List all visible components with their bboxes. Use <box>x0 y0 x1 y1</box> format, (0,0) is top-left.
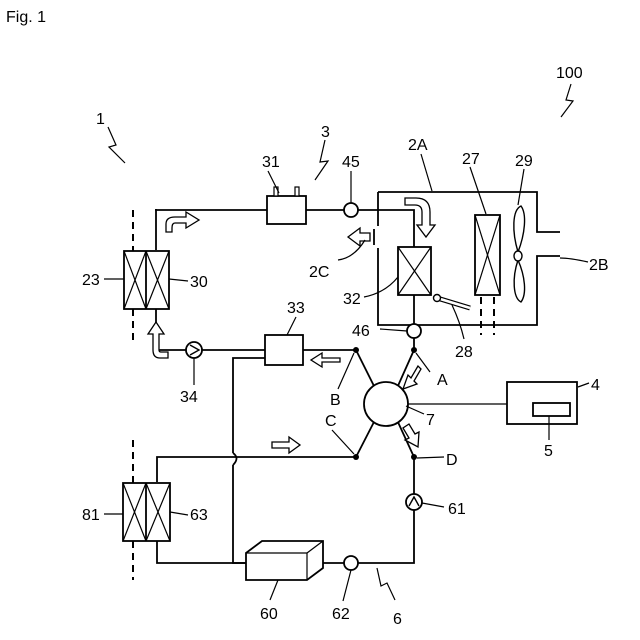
flow-arrow-top <box>166 212 199 232</box>
label-2c: 2C <box>309 264 329 281</box>
flow-arrow-d <box>403 424 419 447</box>
valve-7 <box>353 347 417 460</box>
flow-arrow-up <box>148 322 168 358</box>
leader-100 <box>561 84 573 117</box>
flow-arrow-c <box>272 437 300 453</box>
sensor-46 <box>407 324 421 338</box>
pump-61-icon <box>406 494 422 510</box>
label-2a: 2A <box>408 137 428 154</box>
label-7: 7 <box>426 412 435 429</box>
evaporator <box>398 247 431 295</box>
label-2b: 2B <box>589 257 609 274</box>
leader-29 <box>518 169 524 205</box>
leader-61 <box>422 503 444 507</box>
heat-exchanger-81-63 <box>123 440 170 580</box>
heat-exchanger-33 <box>265 335 303 365</box>
pump-34-icon <box>186 342 202 358</box>
label-a: A <box>437 372 448 389</box>
receiver-tank <box>267 187 306 224</box>
leader-62 <box>343 570 351 601</box>
label-c: C <box>325 413 337 430</box>
leader-28 <box>452 305 464 339</box>
pipe-top-left <box>156 209 267 210</box>
pipe-c-to-hx81 <box>157 457 356 482</box>
label-61: 61 <box>448 501 466 518</box>
sensor-62 <box>344 556 358 570</box>
label-29: 29 <box>515 153 533 170</box>
leader-3 <box>315 140 328 180</box>
label-45: 45 <box>342 154 360 171</box>
leader-27 <box>470 167 486 214</box>
label-5: 5 <box>544 443 553 460</box>
leader-6 <box>377 568 395 600</box>
label-30: 30 <box>190 274 208 291</box>
pipe-crossover <box>233 453 237 465</box>
label-31: 31 <box>262 154 280 171</box>
label-46: 46 <box>352 323 370 340</box>
leader-1 <box>108 127 125 163</box>
leader-7 <box>406 406 424 414</box>
leader-2c <box>338 240 365 260</box>
pipe-sensor62-pump61 <box>358 510 414 563</box>
figure-title: Fig. 1 <box>6 9 46 26</box>
label-32: 32 <box>343 291 361 308</box>
airflow-arrow-outlet <box>348 228 370 246</box>
leader-d <box>417 457 444 458</box>
label-6: 6 <box>393 611 402 628</box>
label-23: 23 <box>82 272 100 289</box>
label-b: B <box>330 392 341 409</box>
label-27: 27 <box>462 151 480 168</box>
label-81: 81 <box>82 507 100 524</box>
flow-arrow-left <box>311 353 340 367</box>
leader-33 <box>287 317 296 335</box>
label-60: 60 <box>260 606 278 623</box>
label-4: 4 <box>591 377 600 394</box>
leader-32 <box>364 277 398 297</box>
unit-60 <box>246 541 323 580</box>
leader-63 <box>170 512 188 515</box>
fan-icon <box>514 206 525 302</box>
air-mix-door <box>434 295 471 309</box>
pipe-hx33-down-a <box>233 358 265 453</box>
airflow-arrow-down <box>405 198 435 237</box>
label-d: D <box>446 452 458 469</box>
leader-2b <box>560 258 588 262</box>
heater-core <box>475 215 500 335</box>
label-1: 1 <box>96 111 105 128</box>
label-62: 62 <box>332 606 350 623</box>
pipe-hx33-down-b <box>233 465 246 563</box>
label-28: 28 <box>455 344 473 361</box>
label-3: 3 <box>321 124 330 141</box>
label-63: 63 <box>190 507 208 524</box>
sensor-45 <box>344 203 358 217</box>
leader-c <box>332 430 354 454</box>
leader-46 <box>380 329 407 331</box>
leader-2a <box>421 154 432 191</box>
label-34: 34 <box>180 389 198 406</box>
label-33: 33 <box>287 300 305 317</box>
leader-4 <box>578 383 589 387</box>
heat-exchanger-23-30 <box>124 210 169 345</box>
leader-60 <box>270 580 278 600</box>
leader-30 <box>169 279 188 281</box>
label-100: 100 <box>556 65 583 82</box>
controller-5 <box>533 403 570 416</box>
